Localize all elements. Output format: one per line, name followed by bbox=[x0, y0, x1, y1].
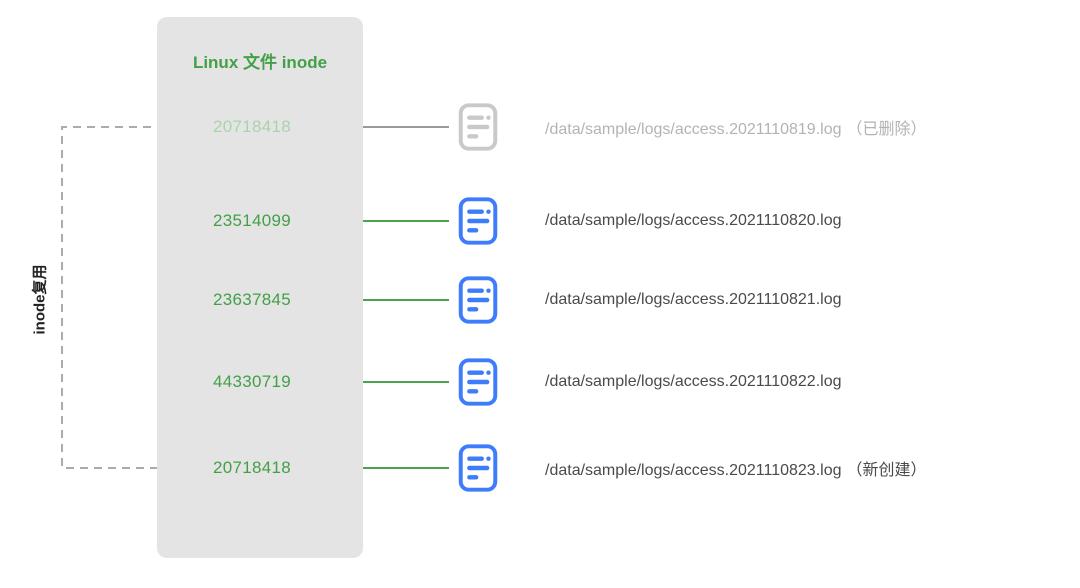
file-path-line: /data/sample/logs/access.2021110822.log bbox=[545, 373, 842, 391]
inode-number: 23514099 bbox=[213, 211, 292, 230]
file-row-deleted: 20718418 /data/sample/logs/access.202111… bbox=[0, 98, 1080, 156]
inode-number: 20718418 bbox=[213, 117, 292, 136]
file-path-line: /data/sample/logs/access.2021110821.log bbox=[545, 291, 842, 309]
inode-number: 23637845 bbox=[213, 290, 292, 309]
file-path: /data/sample/logs/access.2021110821.log bbox=[545, 291, 842, 308]
log-file-icon bbox=[450, 98, 506, 156]
file-row: 23514099 /data/sample/logs/access.202111… bbox=[0, 192, 1080, 250]
inode-number: 20718418 bbox=[213, 458, 292, 477]
log-file-icon bbox=[450, 353, 506, 411]
file-row-reused: 20718418 /data/sample/logs/access.202111… bbox=[0, 439, 1080, 497]
file-path-line: /data/sample/logs/access.2021110819.log（… bbox=[545, 115, 927, 139]
file-path-line: /data/sample/logs/access.2021110823.log（… bbox=[545, 456, 927, 480]
log-file-icon bbox=[450, 192, 506, 250]
log-file-icon bbox=[450, 271, 506, 329]
file-annotation: （已删除） bbox=[846, 121, 927, 138]
inode-box bbox=[157, 17, 363, 558]
file-row: 44330719 /data/sample/logs/access.202111… bbox=[0, 353, 1080, 411]
file-row: 23637845 /data/sample/logs/access.202111… bbox=[0, 271, 1080, 329]
file-path-line: /data/sample/logs/access.2021110820.log bbox=[545, 212, 842, 230]
inode-number: 44330719 bbox=[213, 372, 292, 391]
inode-box-title: Linux 文件 inode bbox=[192, 53, 328, 72]
file-path: /data/sample/logs/access.2021110822.log bbox=[545, 373, 842, 390]
log-file-icon bbox=[450, 439, 506, 497]
file-path: /data/sample/logs/access.2021110823.log bbox=[545, 462, 842, 479]
file-annotation: （新创建） bbox=[846, 462, 927, 479]
inode-reuse-dashed-path bbox=[61, 126, 207, 469]
file-path: /data/sample/logs/access.2021110820.log bbox=[545, 212, 842, 229]
file-path: /data/sample/logs/access.2021110819.log bbox=[545, 121, 842, 138]
